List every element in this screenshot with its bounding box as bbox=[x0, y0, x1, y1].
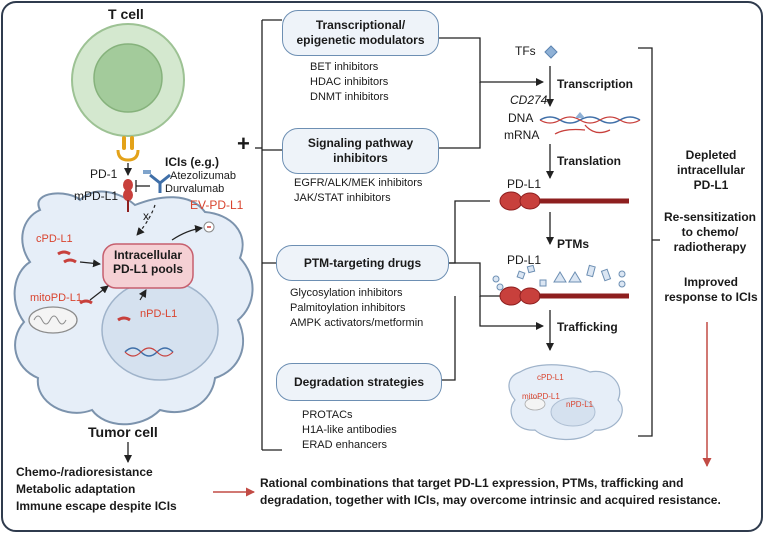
cpdl1-label: cPD-L1 bbox=[36, 233, 73, 245]
outcome-1: Depleted intracellular PD-L1 bbox=[676, 148, 746, 192]
ici-drug-1: Atezolizumab bbox=[170, 170, 237, 182]
mini-cpdl1-label: cPD-L1 bbox=[537, 373, 564, 382]
degradation-to-pathway-arrow bbox=[440, 296, 456, 381]
degradation-list: PROTACs H1A-like antibodies ERAD enhance… bbox=[302, 408, 397, 453]
cd274-label: CD274 bbox=[510, 93, 548, 107]
icis-heading: ICIs (e.g.) bbox=[165, 155, 220, 169]
mpdl1-icon bbox=[123, 179, 133, 212]
block-x-label: x bbox=[143, 209, 149, 223]
strategy-bracket bbox=[255, 19, 282, 451]
pdl1-ptm-label: PD-L1 bbox=[507, 253, 542, 267]
ev-arrow bbox=[171, 224, 203, 241]
resistance-item: Metabolic adaptation bbox=[16, 482, 136, 496]
recycling-dashed-arrow bbox=[136, 204, 156, 236]
pd1-receptor-icon bbox=[116, 136, 140, 162]
drug-item: H1A-like antibodies bbox=[302, 424, 397, 436]
dna-label: DNA bbox=[508, 111, 534, 125]
cpdl1-sprite-icon bbox=[57, 250, 77, 264]
ev-vesicle-icon bbox=[203, 221, 215, 233]
drug-item: Palmitoylation inhibitors bbox=[290, 302, 406, 314]
pdl1-label: PD-L1 bbox=[507, 177, 542, 191]
mrna-label: mRNA bbox=[504, 128, 540, 142]
transcription-label: Transcription bbox=[557, 77, 634, 91]
ptms-label: PTMs bbox=[557, 237, 590, 251]
strategy-pill-signaling: Signaling pathway inhibitors bbox=[282, 128, 439, 174]
trafficking-label: Trafficking bbox=[557, 320, 618, 334]
drug-item: BET inhibitors bbox=[310, 61, 379, 73]
plus-sign: + bbox=[237, 131, 250, 156]
drug-item: PROTACs bbox=[302, 409, 353, 421]
npdl1-arrow bbox=[138, 289, 147, 301]
strategy-pill-transcriptional: Transcriptional/ epigenetic modulators bbox=[282, 10, 439, 56]
pdl1-ptm-protein-icon bbox=[492, 264, 629, 306]
pd1-label: PD-1 bbox=[90, 167, 118, 181]
mini-npdl1-label: nPD-L1 bbox=[566, 400, 594, 409]
npdl1-label: nPD-L1 bbox=[140, 308, 178, 320]
cpdl1-arrow bbox=[79, 259, 101, 268]
drug-item: JAK/STAT inhibitors bbox=[294, 192, 391, 204]
signaling-to-pathway-arrow bbox=[437, 82, 481, 149]
resistance-item: Immune escape despite ICIs bbox=[16, 499, 177, 513]
ptm-list: Glycosylation inhibitors Palmitoylation … bbox=[290, 286, 423, 331]
resistance-item: Chemo-/radioresistance bbox=[16, 465, 153, 479]
nuclear-dna-icon bbox=[124, 347, 174, 357]
mpdl1-label: mPD-L1 bbox=[74, 189, 119, 203]
strategy-pill-ptm: PTM-targeting drugs bbox=[276, 245, 449, 281]
mito-pdl1-label: mitoPD-L1 bbox=[30, 292, 82, 304]
intracellular-pool-box bbox=[102, 243, 194, 289]
tumor-cell-label: Tumor cell bbox=[88, 424, 158, 440]
dna-mrna-icon bbox=[539, 112, 641, 135]
mini-mito-label: mitoPD-L1 bbox=[522, 392, 560, 401]
strategy-pill-degradation: Degradation strategies bbox=[276, 363, 442, 401]
ici-drug-2: Durvalumab bbox=[165, 183, 225, 195]
mito-sprite-icon bbox=[79, 299, 93, 305]
drug-item: HDAC inhibitors bbox=[310, 76, 389, 88]
transcriptional-to-tfs-arrow bbox=[437, 37, 544, 86]
ev-pdl1-label: EV-PD-L1 bbox=[190, 198, 244, 212]
drug-item: AMPK activators/metformin bbox=[290, 317, 424, 329]
outcome-bracket bbox=[638, 47, 660, 437]
nucleus-icon bbox=[101, 279, 219, 381]
transcriptional-list: BET inhibitors HDAC inhibitors DNMT inhi… bbox=[310, 60, 389, 105]
drug-item: Glycosylation inhibitors bbox=[290, 287, 403, 299]
mito-arrow bbox=[89, 285, 109, 301]
outcome-3: Improved response to ICIs bbox=[664, 275, 758, 304]
translation-label: Translation bbox=[557, 154, 622, 168]
resistance-list: Chemo-/radioresistance Metabolic adaptat… bbox=[16, 464, 177, 515]
drug-item: DNMT inhibitors bbox=[310, 91, 389, 103]
conclusion-text: Rational combinations that target PD-L1 … bbox=[260, 476, 721, 507]
antibody-icon bbox=[143, 170, 171, 193]
tfs-label: TFs bbox=[515, 44, 536, 58]
signaling-list: EGFR/ALK/MEK inhibitors JAK/STAT inhibit… bbox=[294, 176, 422, 206]
tf-icon bbox=[544, 45, 558, 59]
intracellular-pools-label: Intracellular PD-L1 pools bbox=[112, 248, 183, 276]
mitochondrion-icon bbox=[28, 306, 78, 334]
t-cell-icon bbox=[71, 23, 185, 137]
drug-item: EGFR/ALK/MEK inhibitors bbox=[294, 177, 423, 189]
outcome-2: Re-sensitization to chemo/ radiotherapy bbox=[663, 210, 756, 254]
t-cell-label: T cell bbox=[108, 6, 144, 22]
npdl1-sprite-icon bbox=[117, 316, 131, 322]
drug-item: ERAD enhancers bbox=[302, 439, 387, 451]
pdl1-protein-icon bbox=[499, 191, 629, 211]
